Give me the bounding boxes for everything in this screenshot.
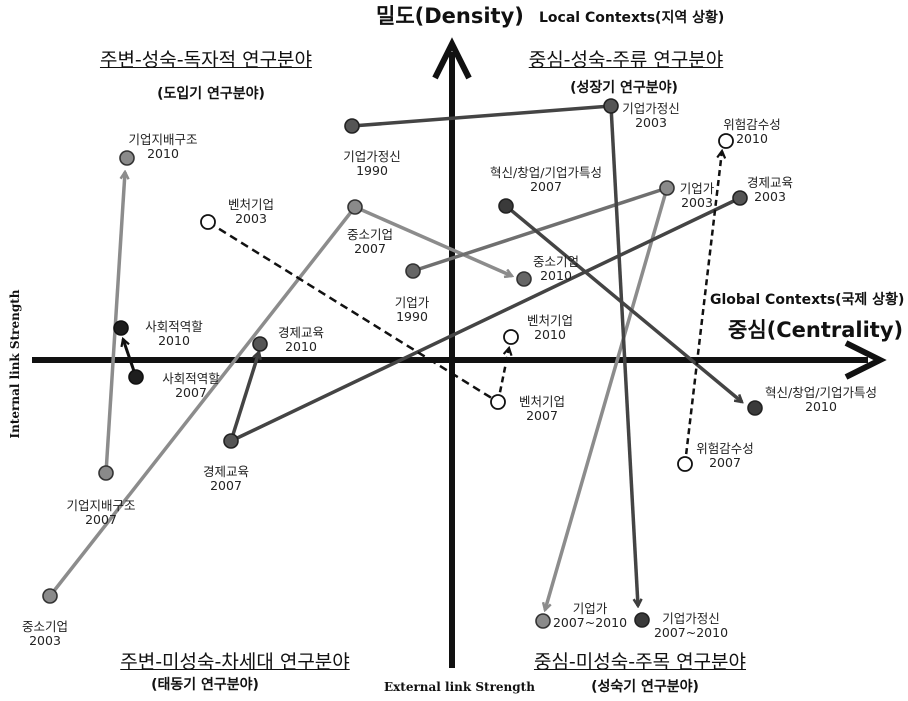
node-econ-2007 xyxy=(223,433,239,449)
node-social-2010 xyxy=(113,320,129,336)
node-risk-2010 xyxy=(718,133,734,149)
node-venture-2007 xyxy=(490,394,506,410)
node-gjg-2003 xyxy=(603,98,619,114)
label-social-2010: 사회적역할 2010 xyxy=(145,319,203,349)
label-venture-2003: 벤처기업 2003 xyxy=(227,197,275,227)
node-social-2007 xyxy=(128,369,144,385)
link-sme-2003-2007 xyxy=(48,205,357,598)
link-gjg-1990-2003 xyxy=(351,104,612,128)
label-gjg-2003: 기업가정신 2003 xyxy=(622,101,680,131)
link-econ-2007-2010 xyxy=(229,352,259,442)
quadrant-bottom-left-title: 주변-미성숙-차세대 연구분야 xyxy=(120,651,350,673)
label-ent-1990: 기업가 1990 xyxy=(394,295,430,325)
label-ent-0710: 기업가 2007~2010 xyxy=(552,601,628,631)
global-contexts-label: Global Contexts(국제 상황) xyxy=(710,292,905,308)
node-sme-2007 xyxy=(347,199,363,215)
label-gjbg-2007: 기업지배구조 2007 xyxy=(66,498,136,528)
label-econ-2010: 경제교육 2010 xyxy=(277,325,325,355)
label-venture-2010: 벤처기업 2010 xyxy=(526,313,574,343)
x-axis-arrowhead-icon xyxy=(844,340,887,380)
label-econ-2003: 경제교육 2003 xyxy=(746,175,794,205)
node-gjg-1990 xyxy=(344,118,360,134)
link-ent-1990-2003 xyxy=(412,186,668,273)
link-sme-2010-0710 xyxy=(545,187,669,610)
link-econ-2007-2003 xyxy=(230,196,741,443)
label-gjg-0710: 기업가정신 2007~2010 xyxy=(653,611,729,641)
quadrant-bottom-right-title: 중심-미성숙-주목 연구분야 xyxy=(533,651,747,673)
label-econ-2007: 경제교육 2007 xyxy=(202,464,250,494)
node-venture-2003 xyxy=(200,214,216,230)
quadrant-top-right-subtitle: (성장기 연구분야) xyxy=(570,80,678,96)
quadrant-top-left-title: 주변-성숙-독자적 연구분야 xyxy=(99,49,313,71)
node-venture-2010 xyxy=(503,329,519,345)
node-sme-2003 xyxy=(42,588,58,604)
internal-link-strength-label: Internal link Strength xyxy=(8,289,23,439)
quadrant-top-right-title: 중심-성숙-주류 연구분야 xyxy=(528,49,724,71)
external-link-strength-label: External link Strength xyxy=(384,680,535,694)
quadrant-bottom-right-subtitle: (성숙기 연구분야) xyxy=(591,679,699,695)
node-innov-2010 xyxy=(747,400,763,416)
label-sme-2003: 중소기업 2003 xyxy=(21,619,69,649)
label-risk-2010: 위험감수성 2010 xyxy=(723,117,781,147)
node-gjbg-2010 xyxy=(119,150,135,166)
y-axis-title: 밀도(Density) xyxy=(376,4,524,28)
node-risk-2007 xyxy=(677,456,693,472)
x-axis-title: 중심(Centrality) xyxy=(728,318,904,342)
label-sme-2007: 중소기업 2007 xyxy=(346,227,394,257)
node-econ-2003 xyxy=(732,190,748,206)
label-risk-2007: 위험감수성 2007 xyxy=(696,441,754,471)
label-venture-2007: 벤처기업 2007 xyxy=(518,394,566,424)
link-innov-2007-2010 xyxy=(504,204,742,402)
node-ent-1990 xyxy=(405,263,421,279)
connection-lines xyxy=(48,104,742,610)
label-innov-2007: 혁신/창업/기업가특성 2007 xyxy=(490,165,602,195)
label-gjbg-2010: 기업지배구조 2010 xyxy=(128,132,198,162)
local-contexts-label: Local Contexts(지역 상황) xyxy=(539,10,725,26)
link-venture-2007-2010 xyxy=(496,348,509,403)
link-sme-2007-2010 xyxy=(354,205,512,276)
link-venture-2003-2007 xyxy=(207,220,499,404)
nodes xyxy=(42,98,763,629)
node-gjbg-2007 xyxy=(98,465,114,481)
link-gjg-2003-0710 xyxy=(609,105,638,606)
label-gjg-1990: 기업가정신 1990 xyxy=(343,149,401,179)
node-ent-2003 xyxy=(659,180,675,196)
y-axis-arrowhead-icon xyxy=(432,37,472,80)
node-gjg-0710 xyxy=(634,612,650,628)
label-innov-2010: 혁신/창업/기업가특성 2010 xyxy=(765,385,877,415)
label-ent-2003: 기업가 2003 xyxy=(679,181,715,211)
label-sme-2010: 중소기업 2010 xyxy=(532,254,580,284)
link-risk-2007-2010 xyxy=(683,151,722,465)
node-innov-2007 xyxy=(498,198,514,214)
label-social-2007: 사회적역할 2007 xyxy=(162,371,220,401)
quadrant-bottom-left-subtitle: (태동기 연구분야) xyxy=(151,677,259,693)
quadrant-top-left-subtitle: (도입기 연구분야) xyxy=(157,86,265,102)
node-econ-2010 xyxy=(252,336,268,352)
node-sme-2010 xyxy=(516,271,532,287)
node-ent-0710 xyxy=(535,613,551,629)
